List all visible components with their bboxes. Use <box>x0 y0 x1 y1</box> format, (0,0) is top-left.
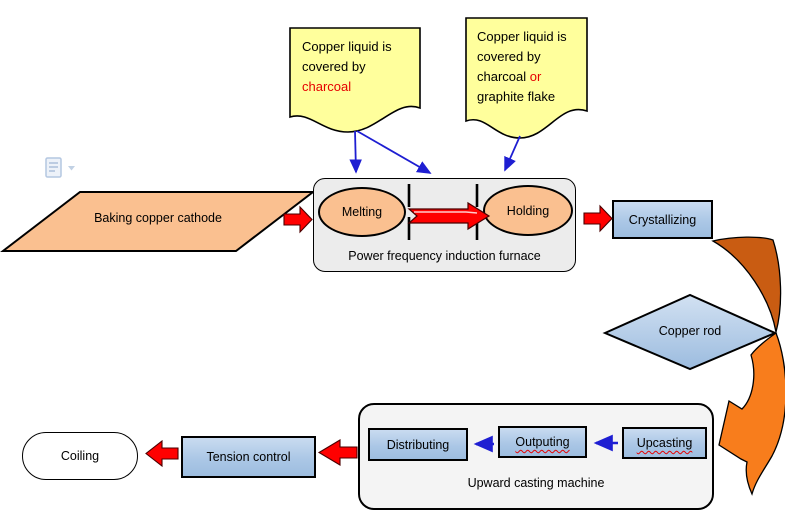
holding-node[interactable]: Holding <box>483 185 573 236</box>
note1-body: Copper liquid is covered by <box>302 39 392 74</box>
upcasting-node[interactable]: Upcasting <box>622 427 707 459</box>
tension-control-node[interactable]: Tension control <box>181 436 316 478</box>
paste-options-icon[interactable] <box>45 157 75 178</box>
outputing-label: Outputing <box>515 435 570 449</box>
note1-highlight: charcoal <box>302 79 352 94</box>
dropdown-arrow-icon <box>68 166 75 171</box>
note2-highlight: or <box>529 69 542 84</box>
baking-label: Baking copper cathode <box>94 211 222 225</box>
upcasting-label: Upcasting <box>636 436 693 450</box>
coiling-node[interactable]: Coiling <box>22 432 138 480</box>
crystallizing-label: Crystallizing <box>628 212 697 227</box>
baking-parallelogram[interactable] <box>0 191 316 252</box>
coiling-label: Coiling <box>60 449 100 463</box>
crystallizing-node[interactable]: Crystallizing <box>612 200 713 239</box>
distributing-label: Distributing <box>386 437 450 452</box>
copper-rod-label: Copper rod <box>658 324 722 338</box>
holding-label: Holding <box>506 203 550 218</box>
note1-shape[interactable] <box>289 27 421 133</box>
note2-body: Copper liquid is covered by charcoal <box>477 29 567 84</box>
connector-note1-melting[interactable] <box>349 130 362 174</box>
melting-label: Melting <box>341 205 383 219</box>
curved-arrow-bottom[interactable] <box>718 331 785 496</box>
note2-text: Copper liquid is covered by charcoal or … <box>477 27 584 107</box>
distributing-node[interactable]: Distributing <box>368 428 468 461</box>
melting-node[interactable]: Melting <box>318 187 406 237</box>
connector-note2-holding[interactable] <box>504 135 521 172</box>
tension-control-label: Tension control <box>206 450 291 464</box>
curved-arrow-top[interactable] <box>711 236 782 333</box>
connector-note1-furnace-center[interactable] <box>356 130 432 174</box>
outputing-node[interactable]: Outputing <box>498 426 587 458</box>
note2-tail: graphite flake <box>477 89 556 104</box>
machine-label: Upward casting machine <box>467 476 605 490</box>
furnace-label: Power frequency induction furnace <box>348 249 541 263</box>
note1-text: Copper liquid is covered by charcoal <box>302 37 408 97</box>
